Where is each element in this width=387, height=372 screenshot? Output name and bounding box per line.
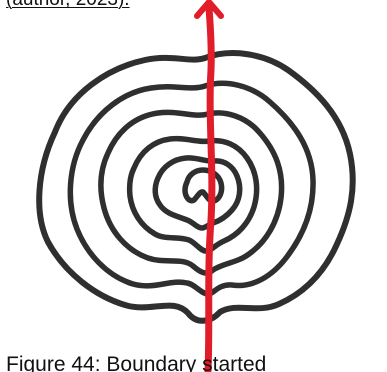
contour-rings-group — [39, 53, 353, 321]
inner-contour-ring — [185, 170, 222, 201]
outer-contour-ring — [39, 53, 353, 321]
figure-caption-fragment: Figure 44: Boundary started — [6, 352, 266, 372]
red-arrow-shaft — [208, 8, 212, 372]
